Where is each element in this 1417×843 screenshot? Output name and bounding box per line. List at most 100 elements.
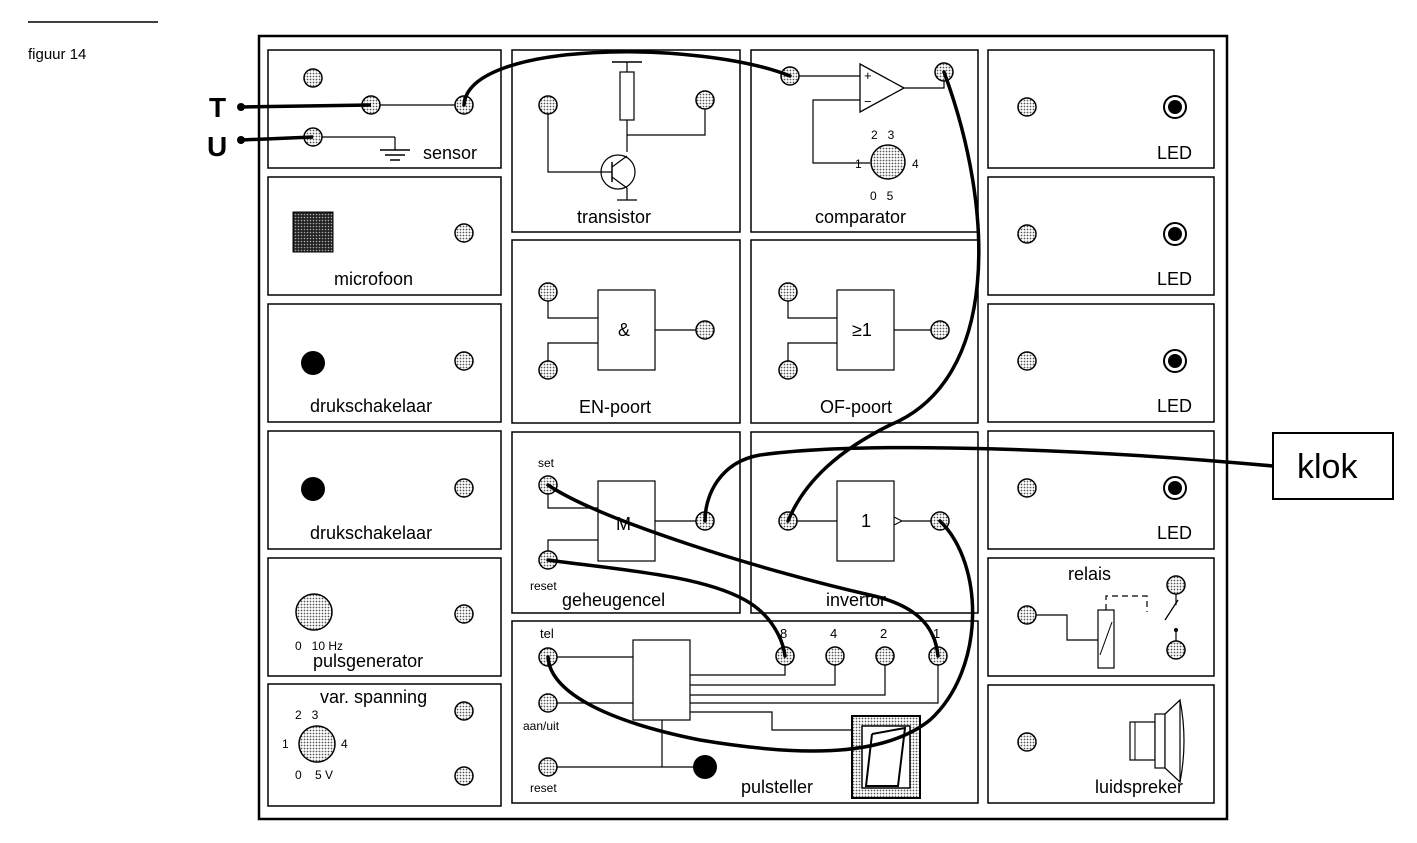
microfoon-label: microfoon: [334, 269, 413, 289]
socket-en-in2[interactable]: [538, 360, 558, 380]
bit-4-label: 4: [830, 626, 837, 641]
external-inputs: T U: [207, 92, 372, 162]
socket-of-in1[interactable]: [778, 282, 798, 302]
frequency-knob-icon: [295, 593, 333, 631]
panel-of-poort: ≥1 OF-poort: [750, 239, 979, 424]
pushbutton-icon: [301, 477, 325, 501]
and-gate-icon: [597, 289, 656, 371]
pulsteller-label: pulsteller: [741, 777, 813, 797]
geheugencel-label: geheugencel: [562, 590, 665, 610]
led-2-label: LED: [1157, 269, 1192, 289]
socket-varspan-2[interactable]: [454, 766, 474, 786]
patch-wires: [462, 50, 1275, 753]
panel-geheugencel: M set reset geheugencel: [511, 431, 741, 614]
resistor-icon: [619, 71, 635, 121]
socket-relais-c1[interactable]: [1166, 575, 1186, 595]
panel-var-spanning: var. spanning 2 3 1 4 0 5 V: [267, 683, 502, 807]
socket-en-in1[interactable]: [538, 282, 558, 302]
relais-label: relais: [1068, 564, 1111, 584]
var-scale-top: 2 3: [295, 708, 319, 722]
socket-ps-aanuit[interactable]: [538, 693, 558, 713]
socket-relais-c2[interactable]: [1166, 640, 1186, 660]
wire-reset-counter8: [546, 558, 787, 658]
figure-label: figuur 14: [28, 46, 86, 63]
socket-led3-in[interactable]: [1017, 351, 1037, 371]
wire-comparator-invertor: [786, 70, 981, 523]
panel-pulsteller: tel aan/uit reset 8 4 2 1 pulsteller: [511, 620, 979, 804]
or-symbol: ≥1: [852, 320, 872, 340]
socket-transistor-out[interactable]: [695, 90, 715, 110]
socket-varspan-1[interactable]: [454, 701, 474, 721]
panel-transistor: transistor: [511, 49, 741, 233]
var-spanning-label: var. spanning: [320, 687, 427, 707]
socket-pulsgen-out[interactable]: [454, 604, 474, 624]
wire-set-counter1: [546, 483, 940, 658]
sensor-label: sensor: [423, 143, 477, 163]
drukschakelaar-1-label: drukschakelaar: [310, 396, 432, 416]
reset-label: reset: [530, 579, 557, 593]
socket-led2-in[interactable]: [1017, 224, 1037, 244]
socket-ps-2[interactable]: [875, 646, 895, 666]
counter-reset-button-icon: [693, 755, 717, 779]
socket-of-in2[interactable]: [778, 360, 798, 380]
comp-scale-bottom: 0 5: [870, 189, 894, 203]
panel-led-1: LED: [987, 49, 1215, 169]
panel-led-3: LED: [987, 303, 1215, 423]
en-poort-label: EN-poort: [579, 397, 651, 417]
panel-comparator: + − 2 3 1 4 0 5 comparator: [750, 49, 979, 233]
voltage-knob-icon: [298, 725, 336, 763]
socket-luidspreker-in[interactable]: [1017, 732, 1037, 752]
comparator-plus: +: [864, 68, 872, 83]
led-3-label: LED: [1157, 396, 1192, 416]
or-gate-icon: [836, 289, 895, 371]
wire-u: [240, 135, 314, 142]
socket-led1-in[interactable]: [1017, 97, 1037, 117]
socket-sensor-top[interactable]: [303, 68, 323, 88]
socket-druk1-out[interactable]: [454, 351, 474, 371]
led-1-label: LED: [1157, 143, 1192, 163]
comp-scale-left: 1: [855, 157, 862, 171]
ps-reset-label: reset: [530, 781, 557, 795]
socket-microfoon-out[interactable]: [454, 223, 474, 243]
panel-led-4: LED: [987, 430, 1215, 550]
var-scale-bottom: 0 5 V: [295, 768, 333, 782]
threshold-knob-icon: [870, 144, 906, 180]
pushbutton-icon: [301, 351, 325, 375]
socket-led4-in[interactable]: [1017, 478, 1037, 498]
luidspreker-label: luidspreker: [1095, 777, 1183, 797]
socket-transistor-in[interactable]: [538, 95, 558, 115]
socket-druk2-out[interactable]: [454, 478, 474, 498]
bit-2-label: 2: [880, 626, 887, 641]
panel-en-poort: & EN-poort: [511, 239, 741, 424]
input-u-label: U: [207, 131, 227, 162]
transistor-label: transistor: [577, 207, 651, 227]
and-symbol: &: [618, 320, 630, 340]
var-scale-left: 1: [282, 737, 289, 751]
socket-relais-in[interactable]: [1017, 605, 1037, 625]
panel-luidspreker: luidspreker: [987, 684, 1215, 804]
of-poort-label: OF-poort: [820, 397, 892, 417]
socket-ps-reset[interactable]: [538, 757, 558, 777]
inverter-icon: [836, 480, 895, 562]
panel-led-2: LED: [987, 176, 1215, 296]
drukschakelaar-2-label: drukschakelaar: [310, 523, 432, 543]
wire-klok-geheugencel: [703, 445, 1275, 523]
input-t-label: T: [209, 92, 226, 123]
wire-sensor-comparator: [462, 50, 792, 107]
comparator-icon: [859, 62, 906, 114]
panel-pulsgenerator: 0 10 Hz pulsgenerator: [267, 557, 502, 677]
comparator-minus: −: [864, 94, 872, 109]
socket-ps-4[interactable]: [825, 646, 845, 666]
set-label: set: [538, 456, 555, 470]
socket-of-out[interactable]: [930, 320, 950, 340]
tel-label: tel: [540, 626, 554, 641]
socket-en-out[interactable]: [695, 320, 715, 340]
comp-scale-top: 2 3: [871, 128, 895, 142]
inverter-symbol: 1: [861, 511, 871, 531]
panel-drukschakelaar-1: drukschakelaar: [267, 303, 502, 423]
panel-relais: relais: [987, 557, 1215, 677]
led-4-label: LED: [1157, 523, 1192, 543]
klok-box: klok: [1272, 432, 1394, 500]
wire-t: [240, 103, 372, 109]
